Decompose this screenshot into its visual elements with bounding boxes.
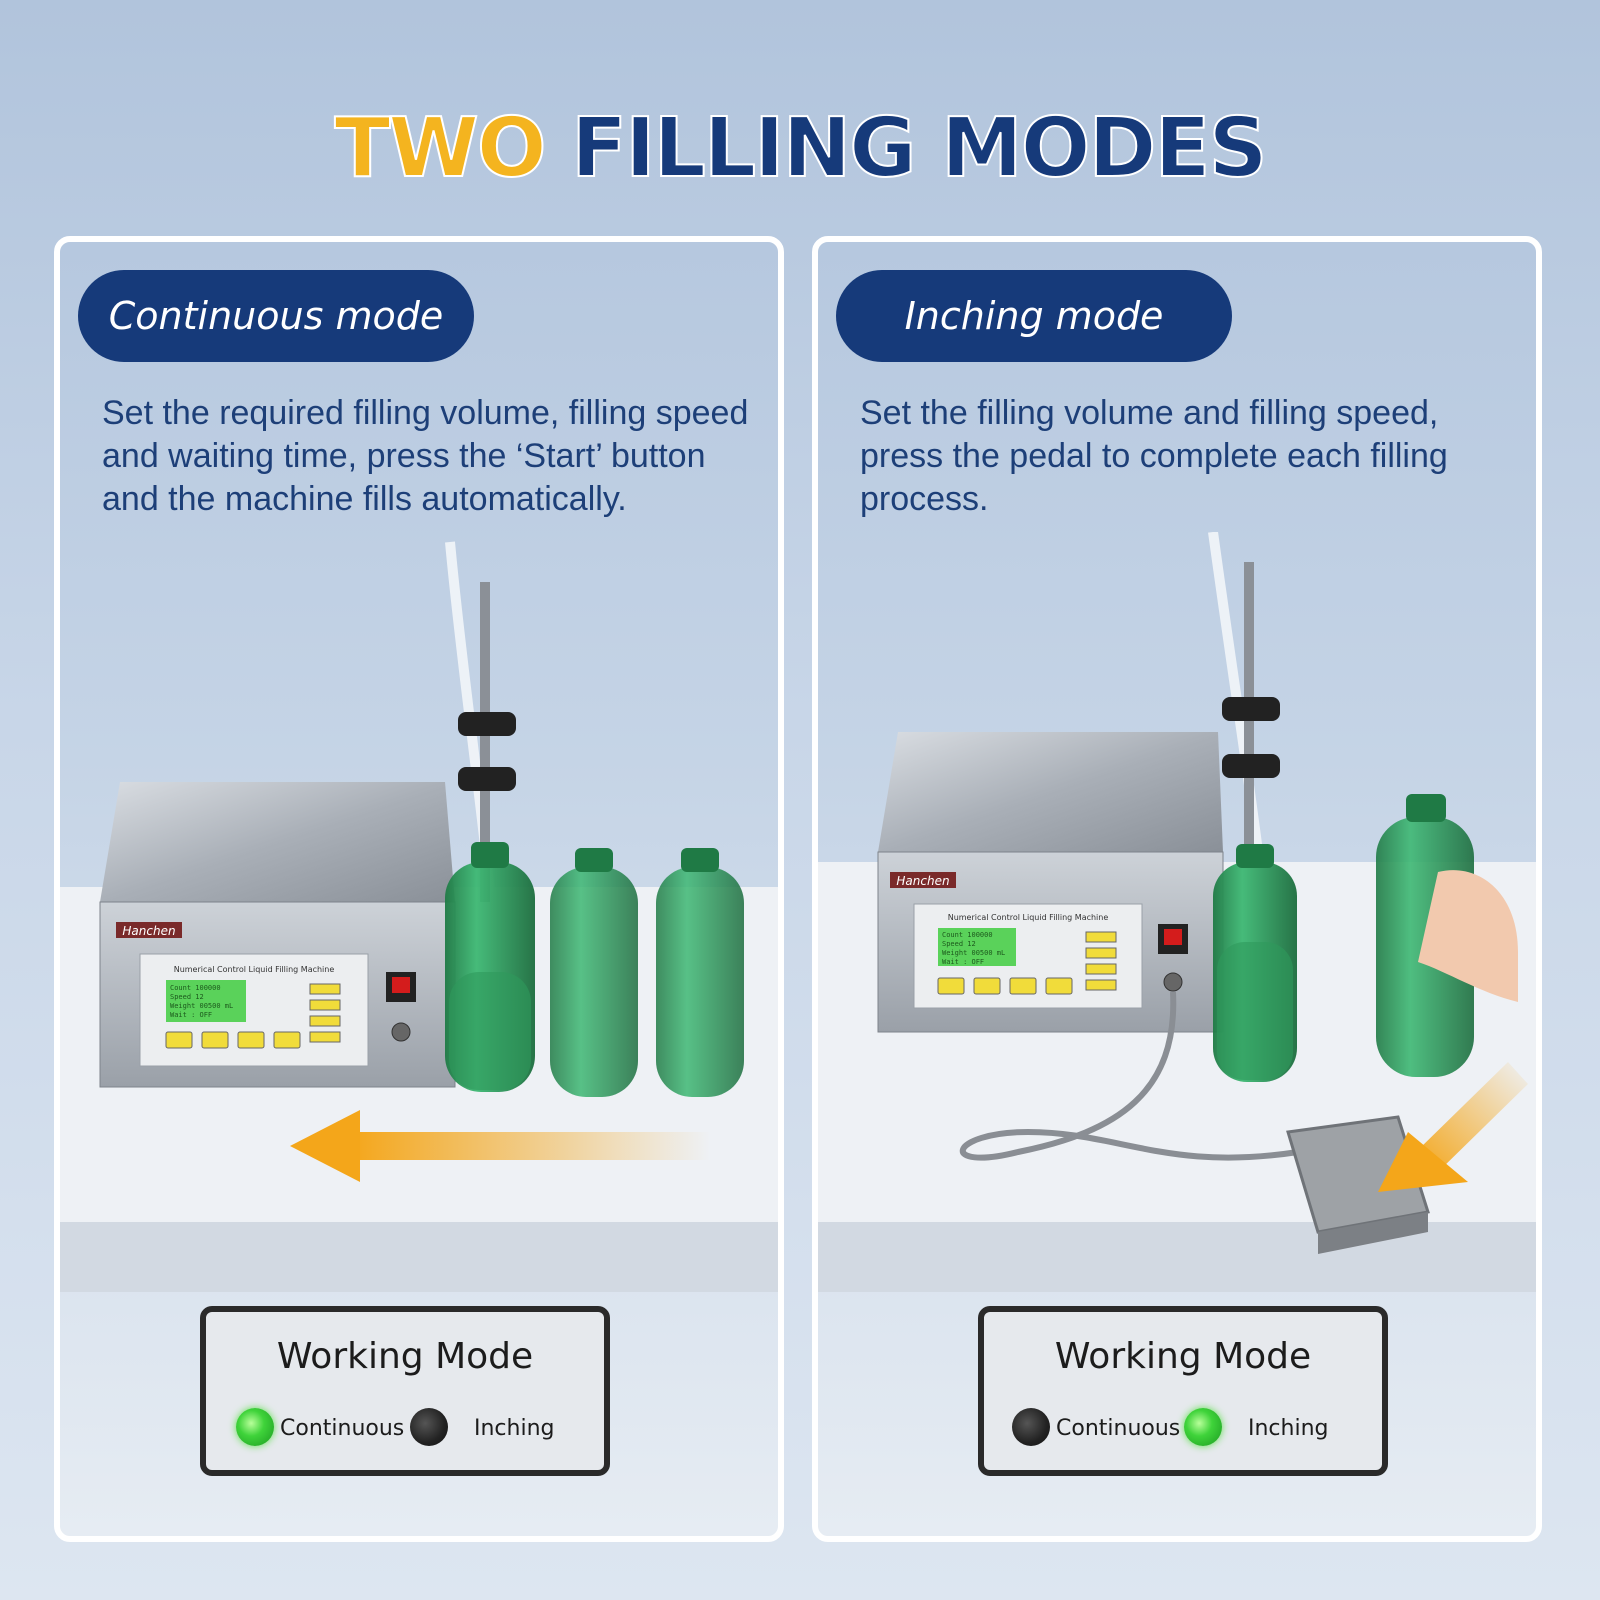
continuous-led-on bbox=[236, 1408, 274, 1446]
working-mode-indicator: Working Mode Continuous Inching bbox=[200, 1306, 610, 1476]
continuous-label: Continuous bbox=[280, 1416, 405, 1441]
inching-label: Inching bbox=[1248, 1416, 1329, 1441]
page-title: TWO FILLING MODES bbox=[0, 107, 1600, 191]
hand bbox=[1418, 870, 1518, 1002]
machine-top bbox=[100, 782, 455, 902]
side-key[interactable] bbox=[309, 1031, 341, 1043]
mode-label-pill: Continuous mode bbox=[78, 270, 474, 362]
nozzle-clamp bbox=[1222, 697, 1280, 721]
side-key[interactable] bbox=[1085, 931, 1117, 943]
right-key[interactable] bbox=[973, 977, 1001, 995]
conveyor-direction-arrow bbox=[290, 1110, 710, 1182]
pedal-socket bbox=[391, 1022, 411, 1042]
working-mode-title: Working Mode bbox=[1054, 1336, 1312, 1377]
foot-pedal[interactable] bbox=[1286, 1115, 1430, 1254]
minus-key[interactable] bbox=[1009, 977, 1037, 995]
nozzle-rod bbox=[480, 582, 490, 902]
lcd-line: Weight 00500 mL bbox=[170, 1002, 233, 1010]
title-main: FILLING MODES bbox=[570, 101, 1268, 196]
plus-key[interactable] bbox=[1045, 977, 1073, 995]
side-key[interactable] bbox=[309, 1015, 341, 1027]
mode-label-pill: Inching mode bbox=[836, 270, 1232, 362]
continuous-filling-illustration: Hanchen Numerical Control Liquid Filling… bbox=[60, 541, 778, 1292]
continuous-label: Continuous bbox=[1056, 1416, 1181, 1441]
lcd-line: Speed 12 bbox=[942, 940, 976, 948]
minus-key[interactable] bbox=[237, 1031, 265, 1049]
working-mode-title: Working Mode bbox=[276, 1336, 534, 1377]
press-direction-arrow bbox=[1378, 1062, 1528, 1192]
control-panel-label: Numerical Control Liquid Filling Machine bbox=[174, 965, 335, 974]
lcd-line: Weight 00500 mL bbox=[942, 949, 1005, 957]
pedal-socket bbox=[1163, 972, 1183, 992]
side-key[interactable] bbox=[309, 999, 341, 1011]
plus-key[interactable] bbox=[273, 1031, 301, 1049]
continuous-led-off bbox=[1012, 1408, 1050, 1446]
side-key[interactable] bbox=[1085, 947, 1117, 959]
mode-description: Set the filling volume and filling speed… bbox=[860, 394, 1448, 518]
inching-filling-illustration: Hanchen Numerical Control Liquid Filling… bbox=[818, 532, 1536, 1292]
bottle-empty bbox=[550, 848, 638, 1097]
lcd-line: Count 100000 bbox=[942, 931, 993, 939]
continuous-mode-panel: Continuous mode Set the required filling… bbox=[54, 236, 784, 1542]
machine-top bbox=[878, 732, 1223, 852]
left-key[interactable] bbox=[937, 977, 965, 995]
lcd-display bbox=[938, 928, 1016, 966]
lcd-display bbox=[166, 980, 246, 1022]
inching-led-on bbox=[1184, 1408, 1222, 1446]
inching-mode-panel: Inching mode Set the filling volume and … bbox=[812, 236, 1542, 1542]
inching-led-off bbox=[410, 1408, 448, 1446]
brand-logo: Hanchen bbox=[122, 924, 175, 938]
nozzle-clamp bbox=[458, 712, 516, 736]
bottle-filling bbox=[1213, 844, 1297, 1082]
bottle-empty bbox=[656, 848, 744, 1097]
brand-logo: Hanchen bbox=[896, 874, 949, 888]
working-mode-indicator: Working Mode Continuous Inching bbox=[978, 1306, 1388, 1476]
control-panel-label: Numerical Control Liquid Filling Machine bbox=[948, 913, 1109, 922]
side-key[interactable] bbox=[309, 983, 341, 995]
side-key[interactable] bbox=[1085, 979, 1117, 991]
inching-label: Inching bbox=[474, 1416, 555, 1441]
title-accent: TWO bbox=[333, 101, 547, 196]
bottle-filled bbox=[445, 842, 535, 1092]
lcd-line: Count 100000 bbox=[170, 984, 221, 992]
mode-description: Set the required filling volume, filling… bbox=[102, 394, 749, 518]
left-key[interactable] bbox=[165, 1031, 193, 1049]
lcd-line: Wait : OFF bbox=[942, 958, 984, 966]
lcd-line: Speed 12 bbox=[170, 993, 204, 1001]
lcd-line: Wait : OFF bbox=[170, 1011, 212, 1019]
right-key[interactable] bbox=[201, 1031, 229, 1049]
side-key[interactable] bbox=[1085, 963, 1117, 975]
pedal-cable bbox=[959, 991, 1299, 1161]
